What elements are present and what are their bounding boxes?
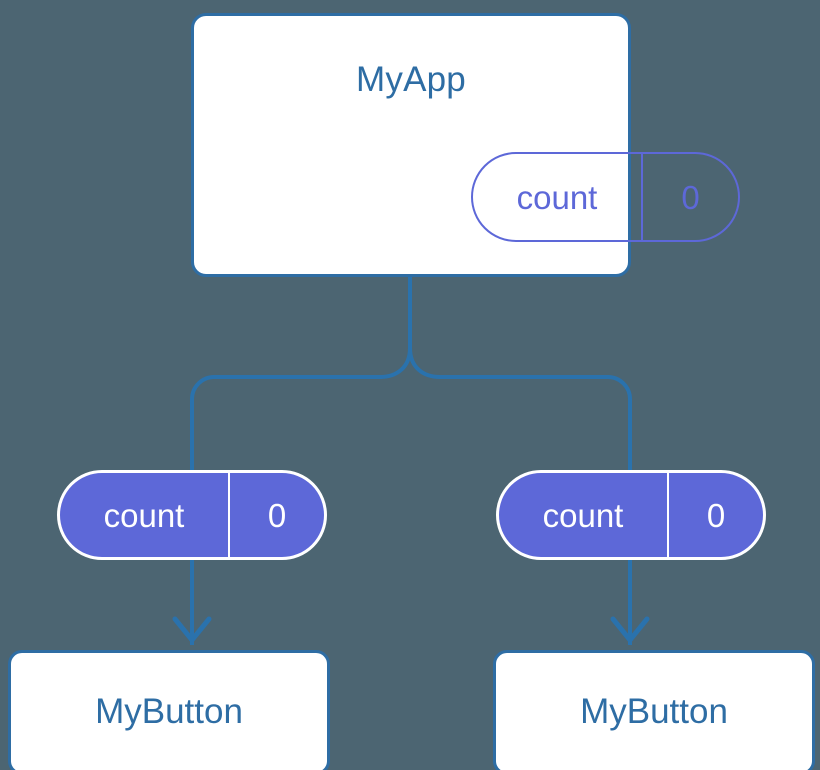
myapp-state-value: 0 xyxy=(681,178,700,216)
child-state-pill-right[interactable]: count 0 xyxy=(496,470,766,560)
myapp-title: MyApp xyxy=(356,60,466,99)
child-state-value-right: 0 xyxy=(706,496,726,534)
myapp-state-key: count xyxy=(473,154,643,240)
child-state-value-left: 0 xyxy=(267,496,287,534)
arrowhead-left-icon xyxy=(172,616,212,643)
edge-split-right xyxy=(408,347,632,470)
myapp-card[interactable]: MyApp count 0 xyxy=(191,13,740,277)
edge-split-left xyxy=(190,347,412,470)
mybutton-label-right: MyButton xyxy=(580,692,728,731)
child-state-pill-left[interactable]: count 0 xyxy=(57,470,327,560)
mybutton-label-left: MyButton xyxy=(95,692,243,731)
mybutton-card-right[interactable]: MyButton xyxy=(493,650,815,770)
mybutton-card-left[interactable]: MyButton xyxy=(8,650,330,770)
arrowhead-right-icon xyxy=(610,616,650,643)
child-state-key-left: count xyxy=(60,473,230,557)
myapp-state-pill[interactable]: count 0 xyxy=(471,152,740,242)
child-state-key-right: count xyxy=(499,473,669,557)
